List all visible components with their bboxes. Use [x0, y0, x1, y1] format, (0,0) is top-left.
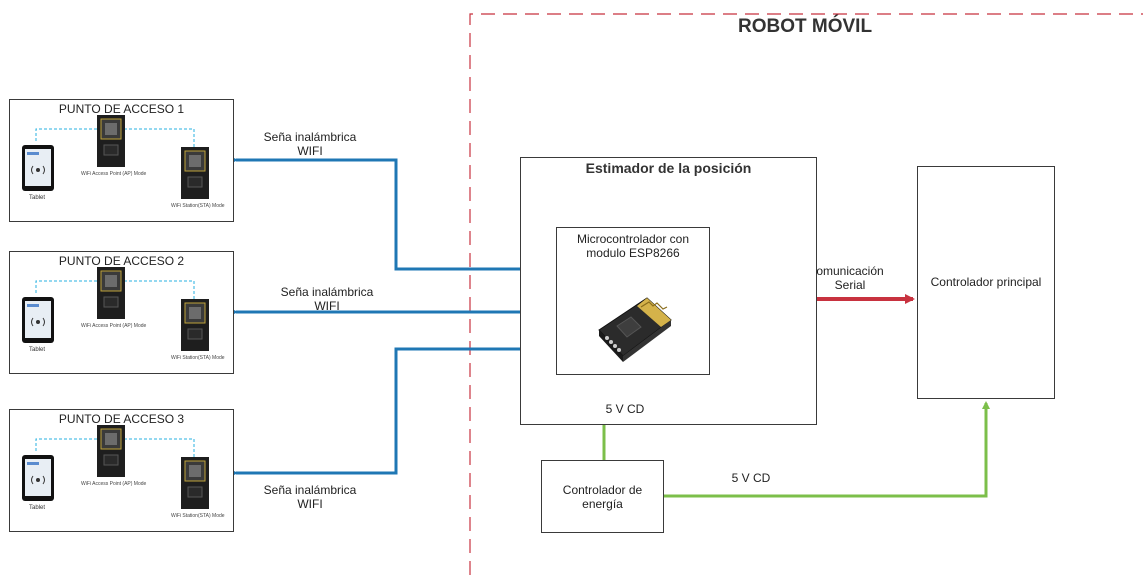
voltage-label-main: 5 V CD	[731, 471, 771, 485]
wifi-label-2: Seña inalámbrica WIFI	[272, 285, 382, 313]
serial-label-line1: omunicación	[816, 264, 884, 278]
wifi-label-line2: WIFI	[297, 144, 323, 158]
microcontroller-line1: Microcontrolador con	[576, 232, 690, 246]
serial-label: omunicación Serial	[805, 264, 895, 292]
robot-title: ROBOT MÓVIL	[738, 16, 873, 37]
energy-line1: Controlador de	[562, 483, 643, 497]
wifi-label-3: Seña inalámbrica WIFI	[255, 483, 365, 511]
wifi-label-line2: WIFI	[314, 299, 340, 313]
estimator-title: Estimador de la posición	[585, 160, 752, 176]
access-point-diagram	[22, 115, 209, 199]
microcontroller-line2: modulo ESP8266	[586, 246, 680, 260]
wifi-label-line1: Seña inalámbrica	[280, 285, 374, 299]
sta-mode-caption: WiFi Station(STA) Mode	[171, 355, 225, 361]
microcontroller-label: Microcontrolador con modulo ESP8266	[557, 232, 709, 260]
main-controller-box: Controlador principal	[917, 166, 1055, 399]
sta-mode-caption: WiFi Station(STA) Mode	[171, 203, 225, 209]
sta-mode-caption: WiFi Station(STA) Mode	[171, 513, 225, 519]
wifi-link-1	[230, 156, 556, 273]
main-controller-label: Controlador principal	[930, 275, 1042, 289]
voltage-label-micro: 5 V CD	[605, 402, 645, 416]
esp8266-module-icon	[598, 297, 672, 362]
wifi-link-3	[230, 345, 556, 477]
serial-label-line2: Serial	[834, 278, 866, 292]
energy-controller-label: Controlador de energía	[542, 483, 663, 511]
wifi-label-line1: Seña inalámbrica	[263, 483, 357, 497]
access-point-diagram	[22, 425, 209, 509]
access-point-diagram	[22, 267, 209, 351]
energy-line2: energía	[582, 497, 623, 511]
wifi-label-line1: Seña inalámbrica	[263, 130, 357, 144]
ap-mode-caption: WiFi Access Point (AP) Mode	[81, 323, 147, 329]
ap-mode-caption: WiFi Access Point (AP) Mode	[81, 481, 147, 487]
access-point-title: PUNTO DE ACCESO 1	[58, 102, 185, 116]
energy-controller-box: Controlador de energía	[541, 460, 664, 533]
wifi-label-line2: WIFI	[297, 497, 323, 511]
tablet-label: Tablet	[29, 195, 46, 201]
tablet-label: Tablet	[29, 505, 46, 511]
access-point-title: PUNTO DE ACCESO 3	[58, 412, 185, 426]
power-link-main	[664, 401, 990, 498]
ap-mode-caption: WiFi Access Point (AP) Mode	[81, 171, 147, 177]
wifi-label-1: Seña inalámbrica WIFI	[255, 130, 365, 158]
microcontroller-box: Microcontrolador con modulo ESP8266	[556, 227, 710, 375]
access-point-title: PUNTO DE ACCESO 2	[58, 254, 185, 268]
tablet-label: Tablet	[29, 347, 46, 353]
